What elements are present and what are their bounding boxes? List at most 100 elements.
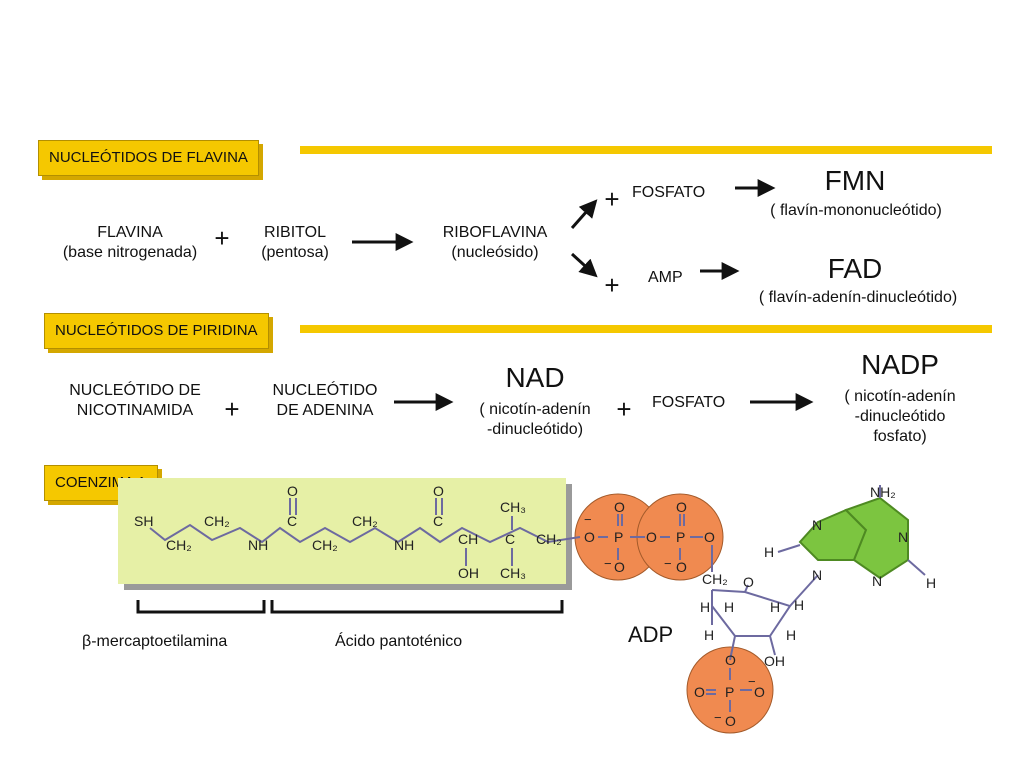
fosfato-label: FOSFATO — [652, 394, 726, 411]
atom-n: N — [812, 517, 822, 533]
atom-ch: CH — [458, 531, 478, 547]
amp-label: AMP — [648, 269, 683, 286]
atom-p: P — [676, 529, 685, 545]
atom-ch2: CH₂ — [536, 531, 562, 547]
atom-c: C — [287, 513, 297, 529]
arrow-branch-down — [570, 252, 598, 278]
riboflavina-name: RIBOFLAVINA — [442, 224, 548, 241]
atom-h: H — [764, 544, 774, 560]
flavina-label: FLAVINA (base nitrogenada) — [30, 223, 230, 263]
fosfato-label: FOSFATO — [632, 184, 706, 201]
atom-ch2: CH₂ — [204, 513, 230, 529]
piridina-header-bar — [300, 325, 992, 333]
atom-c: C — [433, 513, 443, 529]
adenina-line-2: DE ADENINA — [276, 402, 374, 419]
atom-n: N — [812, 567, 822, 583]
atom-oh: OH — [458, 565, 479, 581]
atom-c: C — [505, 531, 515, 547]
atom-ch2: CH₂ — [312, 537, 338, 553]
atom-o: O — [584, 529, 595, 545]
nicotinamida-line-2: NICOTINAMIDA — [76, 402, 194, 419]
nad-label: NAD — [505, 362, 565, 393]
charge-minus: − — [604, 556, 612, 571]
flavina-header-bar — [300, 146, 992, 154]
atom-o: O — [704, 529, 715, 545]
atom-ch2: CH₂ — [702, 571, 728, 587]
fad-desc: ( flavín-adenín-dinucleótido) — [758, 289, 958, 306]
plus-sign: + — [616, 394, 632, 424]
atom-h: H — [724, 599, 734, 615]
atom-o: O — [646, 529, 657, 545]
atom-p: P — [725, 684, 734, 700]
charge-minus: − — [664, 556, 672, 571]
atom-o: O — [743, 574, 754, 590]
chain-box — [118, 478, 566, 584]
nad-desc: ( nicotín-adenín -dinucleótido) — [440, 400, 630, 440]
flavina-desc: (base nitrogenada) — [62, 244, 198, 261]
ribitol-desc: (pentosa) — [261, 244, 329, 261]
atom-ch2: CH₂ — [352, 513, 378, 529]
flavina-header: NUCLEÓTIDOS DE FLAVINA — [38, 140, 259, 176]
nadp-desc-line-2: -dinucleótido — [854, 408, 946, 425]
atom-oh: OH — [764, 653, 785, 669]
adenine-ring-six — [844, 496, 909, 580]
nad-desc-line-2: -dinucleótido) — [486, 421, 584, 438]
nadp-desc-line-3: fosfato) — [873, 428, 927, 445]
adp-label: ADP — [628, 622, 673, 647]
atom-nh: NH — [248, 537, 268, 553]
atom-ch2: CH₂ — [166, 537, 192, 553]
adenina-label: NUCLEÓTIDO DE ADENINA — [250, 381, 400, 421]
plus-sign: + — [604, 270, 620, 300]
atom-nh: NH — [394, 537, 414, 553]
charge-minus: − — [748, 674, 756, 689]
atom-sh: SH — [134, 513, 153, 529]
atom-h: H — [770, 599, 780, 615]
nicotinamida-label: NUCLEÓTIDO DE NICOTINAMIDA — [40, 381, 230, 421]
atom-h: H — [704, 627, 714, 643]
ribitol-name: RIBITOL — [264, 224, 326, 241]
atom-o: O — [433, 483, 444, 499]
atom-o: O — [676, 559, 687, 575]
atom-o: O — [287, 483, 298, 499]
atom-p: P — [614, 529, 623, 545]
nadp-desc: ( nicotín-adenín -dinucleótido fosfato) — [800, 387, 1000, 447]
atom-nh2: NH₂ — [870, 484, 896, 500]
nadp-desc-line-1: ( nicotín-adenín — [844, 388, 956, 405]
riboflavina-label: RIBOFLAVINA (nucleósido) — [420, 223, 570, 263]
chain-brackets — [136, 600, 564, 614]
plus-sign: + — [214, 223, 230, 253]
atom-o: O — [614, 559, 625, 575]
fmn-desc: ( flavín-mononucleótido) — [770, 202, 942, 219]
ribitol-label: RIBITOL (pentosa) — [240, 223, 350, 263]
nicotinamida-line-1: NUCLEÓTIDO DE — [69, 382, 201, 399]
atom-h: H — [700, 599, 710, 615]
phosphate-circle-3 — [686, 646, 774, 734]
charge-minus: − — [714, 710, 722, 725]
pantotenico-label: Ácido pantoténico — [335, 633, 463, 650]
atom-n: N — [872, 573, 882, 589]
atom-o: O — [754, 684, 765, 700]
plus-sign: + — [604, 184, 620, 214]
atom-o: O — [725, 652, 736, 668]
fmn-label: FMN — [824, 165, 886, 196]
atom-h: H — [926, 575, 936, 591]
atom-o: O — [614, 499, 625, 515]
mercapto-label: β-mercaptoetilamina — [82, 633, 228, 650]
nad-desc-line-1: ( nicotín-adenín — [479, 401, 591, 418]
atom-ch3: CH₃ — [500, 565, 526, 581]
nadp-label: NADP — [861, 349, 939, 380]
atom-o: O — [676, 499, 687, 515]
atom-ch3: CH₃ — [500, 499, 526, 515]
atom-n: N — [898, 529, 908, 545]
piridina-header: NUCLEÓTIDOS DE PIRIDINA — [44, 313, 269, 349]
atom-h: H — [794, 597, 804, 613]
atom-o: O — [725, 713, 736, 729]
plus-sign: + — [224, 394, 240, 424]
arrow-branch-up — [570, 199, 598, 229]
adenina-line-1: NUCLEÓTIDO — [272, 382, 378, 399]
atom-o: O — [694, 684, 705, 700]
fad-label: FAD — [827, 253, 883, 284]
flavina-name: FLAVINA — [97, 224, 163, 241]
